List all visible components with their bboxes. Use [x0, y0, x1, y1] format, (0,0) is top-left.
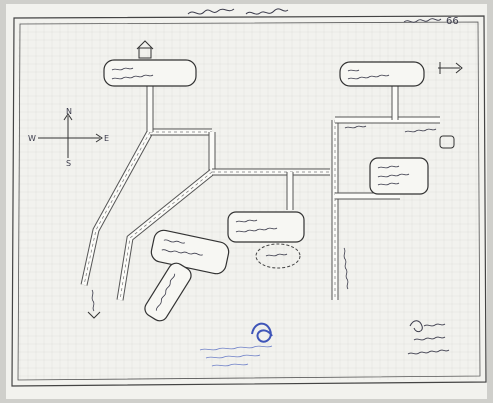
compass-rose: N S E W — [28, 107, 109, 168]
compass-east-label: E — [104, 134, 109, 143]
official-stamp — [199, 322, 273, 367]
centre-station — [227, 211, 305, 243]
header-number: 66 — [446, 16, 459, 27]
dashed-pond — [255, 243, 301, 269]
header-reference: 66 — [403, 16, 459, 27]
bottom-station — [144, 262, 192, 322]
signature-block — [407, 320, 450, 355]
road-network — [80, 86, 440, 301]
outer-border — [11, 15, 487, 387]
compass-west-label: W — [28, 134, 36, 143]
map-title — [187, 8, 289, 15]
house-icon — [136, 40, 154, 59]
left-station — [150, 229, 230, 275]
graph-grid — [18, 22, 480, 380]
right-station — [369, 157, 429, 195]
top-right-station — [339, 61, 425, 87]
top-station — [103, 59, 197, 87]
left-road-label — [87, 289, 101, 319]
right-road-label — [343, 247, 349, 290]
compass-south-label: S — [66, 159, 71, 168]
road-left-diagonal — [80, 130, 154, 286]
right-upper-road-label — [344, 125, 437, 133]
direction-arrow-icon — [438, 62, 463, 74]
road-inner-diagonal — [116, 169, 215, 301]
inner-border — [17, 21, 481, 381]
small-landmark-icon — [439, 135, 455, 149]
compass-north-label: N — [66, 107, 72, 116]
